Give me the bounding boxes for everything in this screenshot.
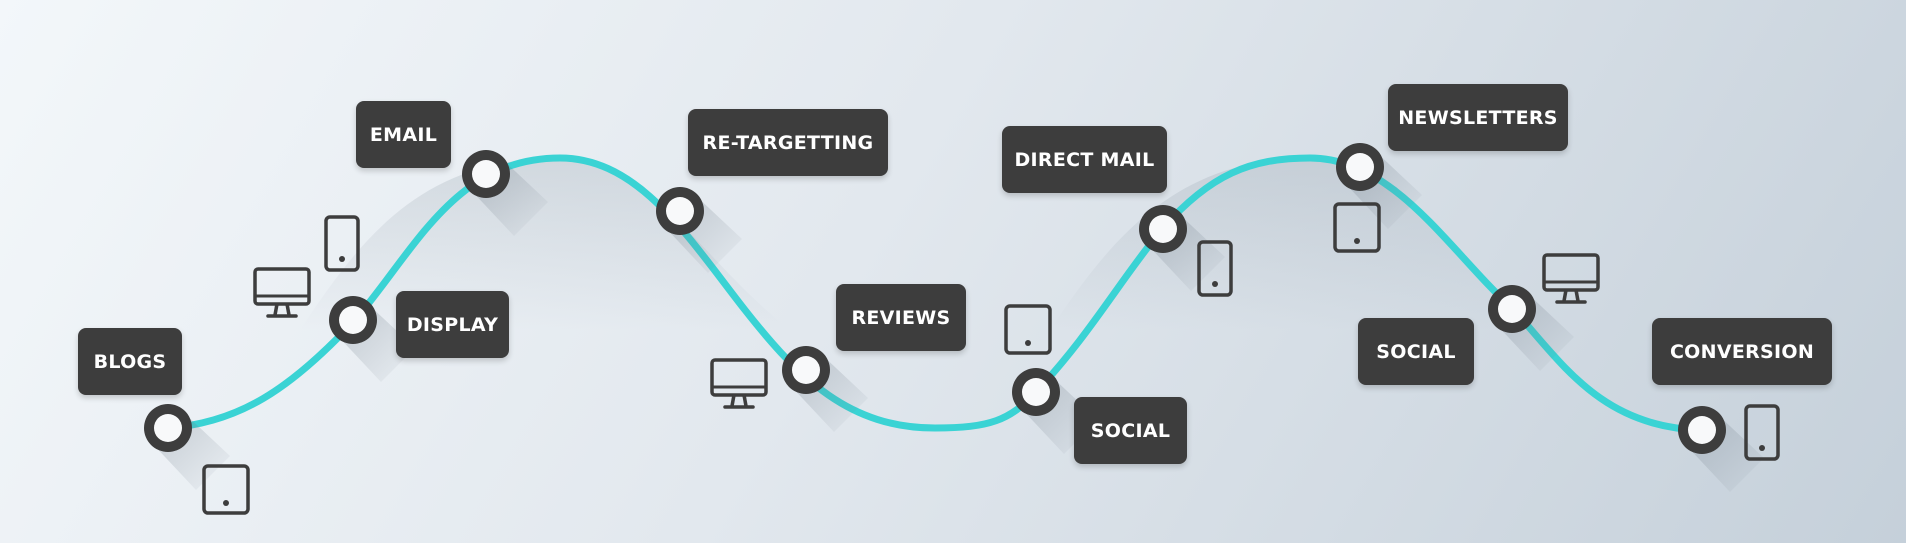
journey-node-8 [1336, 143, 1422, 229]
tablet-icon [1004, 304, 1052, 355]
desktop-monitor-icon [1542, 253, 1600, 304]
journey-node-10 [1678, 406, 1764, 492]
smartphone-icon [1744, 404, 1780, 461]
stage-label-re-targetting: RE-TARGETTING [688, 109, 888, 176]
smartphone-icon [324, 215, 360, 272]
stage-label-social-2: SOCIAL [1358, 318, 1474, 385]
stage-label-social: SOCIAL [1074, 397, 1187, 464]
desktop-monitor-icon [710, 358, 768, 409]
stage-label-conversion: CONVERSION [1652, 318, 1832, 385]
journey-node-5 [782, 346, 868, 432]
smartphone-icon [1197, 240, 1233, 297]
wave-shading-left [300, 158, 790, 330]
tablet-icon [202, 464, 250, 515]
tablet-icon [1333, 202, 1381, 253]
journey-node-7 [1139, 205, 1225, 291]
journey-node-1 [144, 404, 230, 490]
journey-node-9 [1488, 285, 1574, 371]
stage-label-email: EMAIL [356, 101, 451, 168]
wave-shading-right [1050, 158, 1535, 330]
journey-node-3 [462, 150, 548, 236]
journey-node-2 [329, 296, 415, 382]
stage-label-display: DISPLAY [396, 291, 509, 358]
journey-wave-line [164, 154, 1706, 434]
stage-label-direct-mail: DIRECT MAIL [1002, 126, 1167, 193]
journey-node-4 [656, 187, 742, 273]
stage-label-reviews: REVIEWS [836, 284, 966, 351]
stage-label-blogs: BLOGS [78, 328, 182, 395]
stage-label-newsletters: NEWSLETTERS [1388, 84, 1568, 151]
desktop-monitor-icon [253, 267, 311, 318]
